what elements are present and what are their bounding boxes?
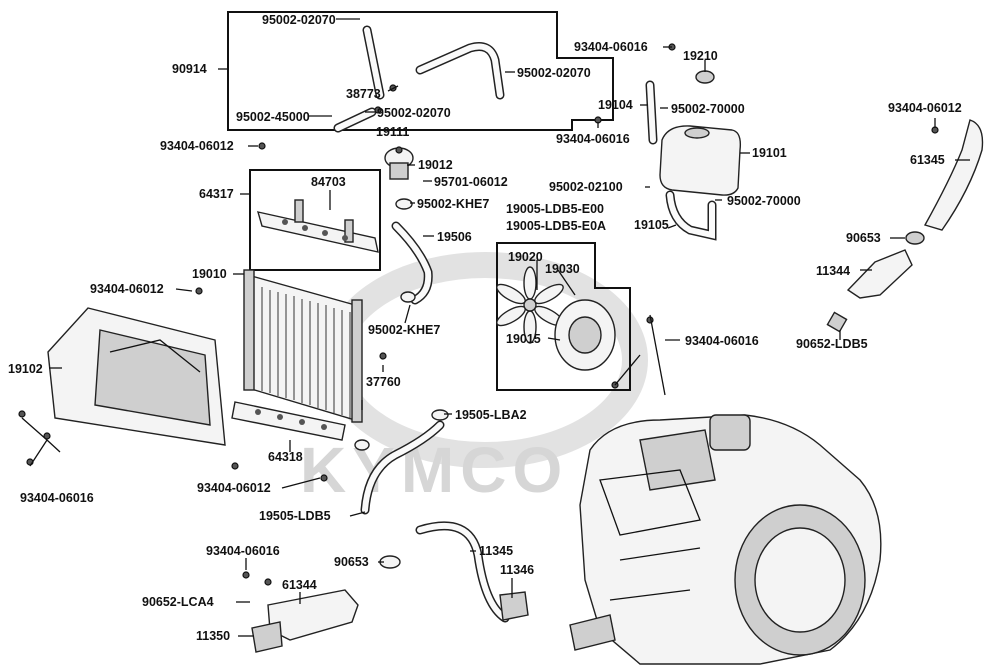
label-93404-06012-a: 93404-06012 xyxy=(160,139,234,153)
thermostat-housing xyxy=(384,146,414,180)
hose-19505 xyxy=(354,409,449,515)
label-19505-lba2: 19505-LBA2 xyxy=(455,408,527,422)
intake-duct-61344 xyxy=(251,555,401,653)
label-93404-06012-c: 93404-06012 xyxy=(197,481,271,495)
label-19030: 19030 xyxy=(545,262,580,276)
label-95002-khe7-a: 95002-KHE7 xyxy=(417,197,489,211)
label-61344: 61344 xyxy=(282,578,317,592)
hose-11345 xyxy=(415,521,529,623)
label-19010: 19010 xyxy=(192,267,227,281)
lower-bracket xyxy=(231,401,346,441)
label-19012: 19012 xyxy=(418,158,453,172)
label-37760: 37760 xyxy=(366,375,401,389)
radiator xyxy=(243,269,363,423)
label-64317: 64317 xyxy=(199,187,234,201)
label-93404-06016-e: 93404-06016 xyxy=(685,334,759,348)
label-19005-ldb5-e00: 19005-LDB5-E00 xyxy=(506,202,604,216)
label-84703: 84703 xyxy=(311,175,346,189)
label-61345: 61345 xyxy=(910,153,945,167)
label-93404-06012-d: 93404-06012 xyxy=(888,101,962,115)
label-93404-06016-a: 93404-06016 xyxy=(20,491,94,505)
label-19210: 19210 xyxy=(683,49,718,63)
radiator-shroud xyxy=(47,307,226,446)
duct-61345 xyxy=(826,119,984,333)
label-93404-06016-b: 93404-06016 xyxy=(206,544,280,558)
reservoir-tank xyxy=(645,70,742,241)
label-19506: 19506 xyxy=(437,230,472,244)
label-95002-02070-right: 95002-02070 xyxy=(517,66,591,80)
label-19102: 19102 xyxy=(8,362,43,376)
label-95002-02100: 95002-02100 xyxy=(549,180,623,194)
label-90653-a: 90653 xyxy=(334,555,369,569)
hose-kit-parts xyxy=(333,25,505,133)
label-38773: 38773 xyxy=(346,87,381,101)
label-64318: 64318 xyxy=(268,450,303,464)
label-19005-ldb5-e0a: 19005-LDB5-E0A xyxy=(506,219,606,233)
upper-bracket xyxy=(257,199,379,253)
label-95701-06012: 95701-06012 xyxy=(434,175,508,189)
label-90652-ldb5: 90652-LDB5 xyxy=(796,337,868,351)
label-11346: 11346 xyxy=(500,563,534,577)
label-93404-06016-d: 93404-06016 xyxy=(556,132,630,146)
fan-group-box xyxy=(496,242,631,391)
fan-assembly xyxy=(496,266,616,371)
leader-lines xyxy=(21,18,970,637)
label-95002-70000-b: 95002-70000 xyxy=(727,194,801,208)
label-19020: 19020 xyxy=(508,250,543,264)
label-90652-lca4: 90652-LCA4 xyxy=(142,595,214,609)
label-11345: 11345 xyxy=(479,544,513,558)
label-19111: 19111 xyxy=(376,125,409,139)
label-90914: 90914 xyxy=(172,62,207,76)
label-11350: 11350 xyxy=(196,629,230,643)
label-19104: 19104 xyxy=(598,98,633,112)
label-90653-b: 90653 xyxy=(846,231,881,245)
label-95002-02070-top: 95002-02070 xyxy=(262,13,336,27)
label-19015: 19015 xyxy=(506,332,541,346)
label-19101: 19101 xyxy=(752,146,787,160)
label-93404-06016-c: 93404-06016 xyxy=(574,40,648,54)
watermark-text: KYMCO xyxy=(300,434,568,506)
label-93404-06012-b: 93404-06012 xyxy=(90,282,164,296)
label-95002-70000-a: 95002-70000 xyxy=(671,102,745,116)
part-labels: 95002-02070 90914 38773 95002-02070 9500… xyxy=(8,13,962,643)
hose-19506 xyxy=(391,198,433,305)
label-95002-khe7-b: 95002-KHE7 xyxy=(368,323,440,337)
label-19105: 19105 xyxy=(634,218,669,232)
bracket-group-box xyxy=(249,169,381,271)
bolts xyxy=(18,43,939,586)
label-95002-45000: 95002-45000 xyxy=(236,110,310,124)
label-19505-ldb5: 19505-LDB5 xyxy=(259,509,331,523)
label-95002-02070-mid: 95002-02070 xyxy=(377,106,451,120)
engine xyxy=(569,414,882,665)
label-11344: 11344 xyxy=(816,264,850,278)
